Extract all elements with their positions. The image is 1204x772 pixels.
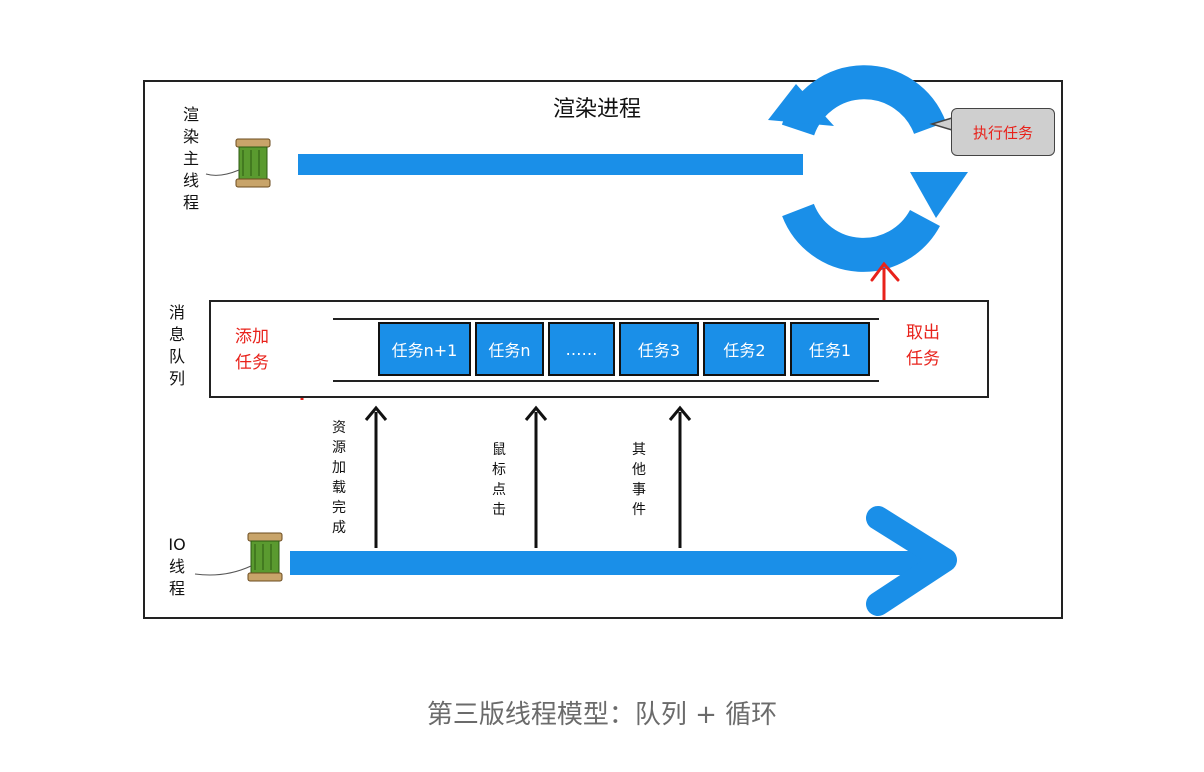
diagram-title: 渲染进程 xyxy=(553,97,642,122)
spool-of-thread-icon xyxy=(194,532,283,582)
take-task-label-line: 任务 xyxy=(906,349,940,369)
add-task-label-line: 任务 xyxy=(235,353,269,373)
label-char: 件 xyxy=(632,502,646,518)
event-label-resource-loaded: 资 源 加 载 完 成 xyxy=(330,418,348,538)
label-char: IO xyxy=(168,535,186,554)
event-arrow xyxy=(668,405,692,548)
queue-task: 任务2 xyxy=(703,322,786,376)
main-thread-label: 渲 染 主 线 程 xyxy=(180,104,202,214)
message-queue-label: 消 息 队 列 xyxy=(166,302,188,390)
label-char: 标 xyxy=(492,462,506,478)
label-char: 列 xyxy=(168,369,185,388)
queue-rail-bottom xyxy=(333,380,879,382)
label-char: 击 xyxy=(492,502,506,518)
circular-loop-icon xyxy=(768,65,968,272)
queue-task: 任务n xyxy=(475,322,544,376)
event-arrow xyxy=(364,405,388,548)
queue-task: 任务n+1 xyxy=(378,322,471,376)
label-char: 完 xyxy=(332,500,346,516)
event-label-other-events: 其 他 事 件 xyxy=(630,440,648,520)
label-char: 其 xyxy=(632,442,646,458)
queue-rail-top xyxy=(333,318,879,320)
label-char: 渲 xyxy=(182,105,199,124)
label-char: 资 xyxy=(332,420,346,436)
execute-task-bubble: 执行任务 xyxy=(951,108,1055,156)
queue-task: …… xyxy=(548,322,615,376)
label-char: 消 xyxy=(168,303,185,322)
main-thread-line xyxy=(298,154,803,175)
add-task-label-line: 添加 xyxy=(235,327,269,347)
figure-caption: 第三版线程模型：队列 + 循环 xyxy=(426,700,778,730)
label-char: 染 xyxy=(182,127,199,146)
label-char: 载 xyxy=(332,480,346,496)
io-thread-arrow xyxy=(290,506,957,616)
event-label-mouse-click: 鼠 标 点 击 xyxy=(490,440,508,520)
event-arrow xyxy=(524,405,548,548)
queue-task: 任务3 xyxy=(619,322,699,376)
label-char: 息 xyxy=(168,325,185,344)
label-char: 鼠 xyxy=(492,442,506,458)
label-char: 他 xyxy=(632,462,646,478)
label-char: 线 xyxy=(168,557,185,576)
label-char: 源 xyxy=(332,440,346,456)
label-char: 事 xyxy=(632,482,646,498)
label-char: 程 xyxy=(182,193,199,212)
label-char: 线 xyxy=(182,171,199,190)
add-task-label: 添加 任务 xyxy=(235,324,269,376)
take-task-label: 取出 任务 xyxy=(906,320,940,372)
label-char: 加 xyxy=(332,460,346,476)
label-char: 程 xyxy=(168,579,185,598)
queue-task: 任务1 xyxy=(790,322,870,376)
label-char: 队 xyxy=(168,347,185,366)
take-task-label-line: 取出 xyxy=(906,323,940,343)
spool-of-thread-icon xyxy=(205,138,271,188)
label-char: 点 xyxy=(492,482,506,498)
io-thread-label: IO 线 程 xyxy=(166,534,188,600)
label-char: 主 xyxy=(182,149,199,168)
label-char: 成 xyxy=(332,520,346,536)
